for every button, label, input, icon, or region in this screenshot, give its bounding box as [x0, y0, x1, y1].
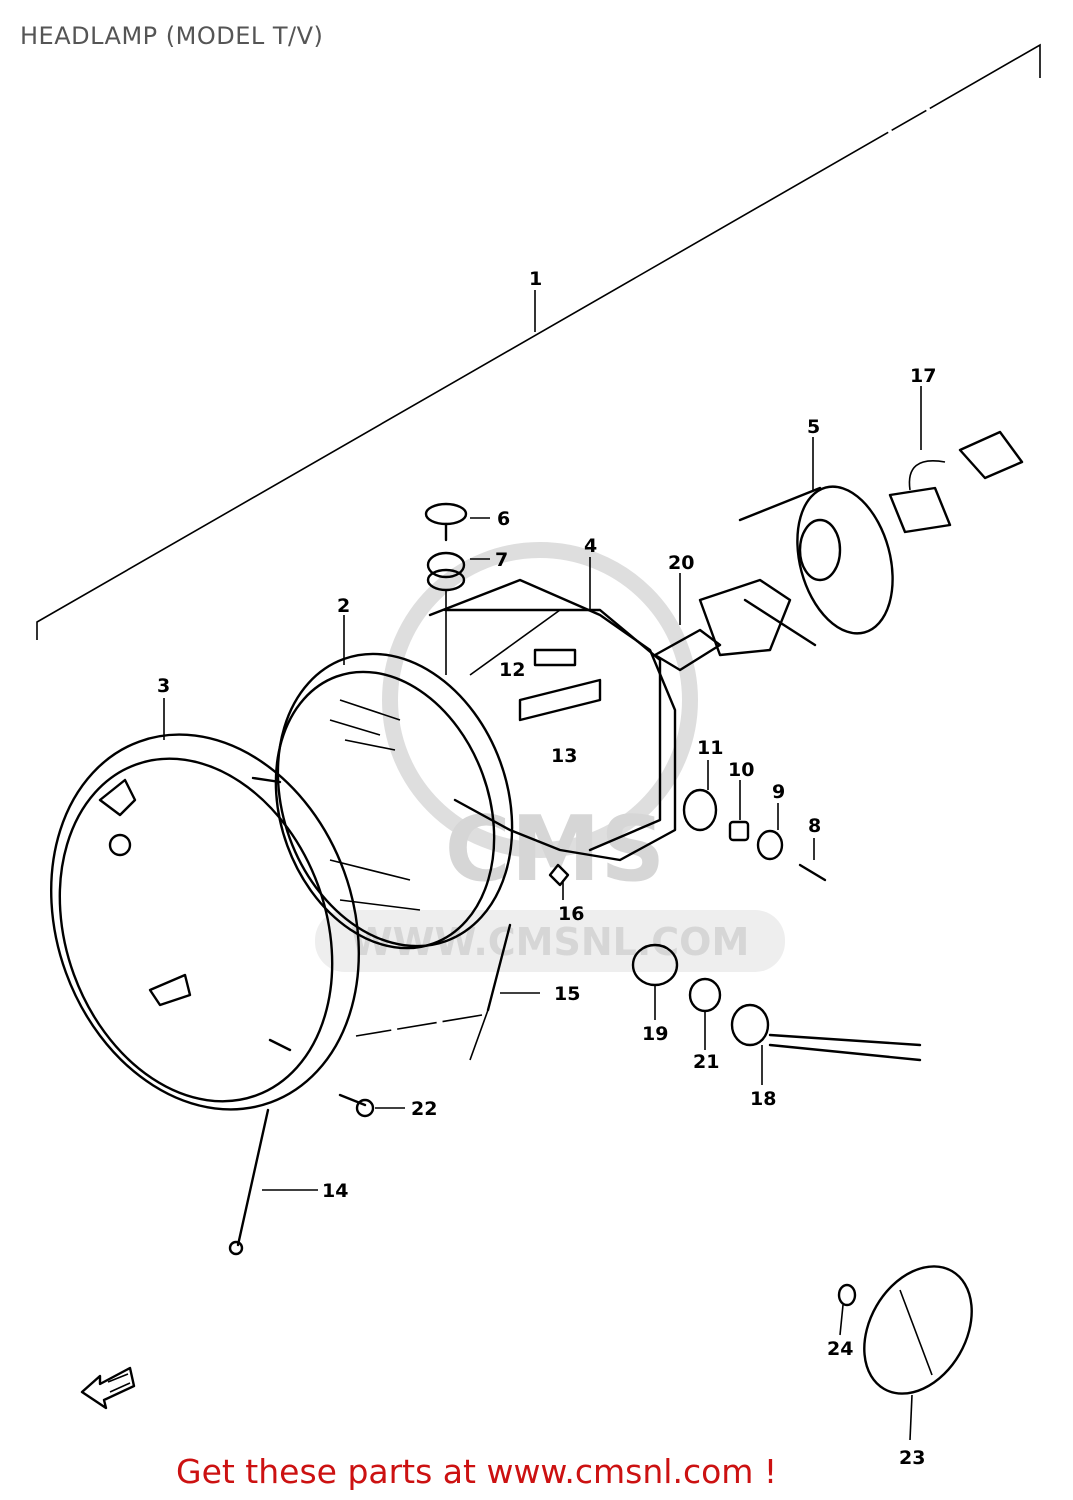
assembly-bracket — [36, 43, 1041, 640]
part-label-18: 18 — [750, 1088, 776, 1110]
part-label-13: 13 — [551, 745, 577, 767]
headlamp-rim — [50, 733, 360, 1111]
part-label-11: 11 — [697, 737, 723, 759]
cushion-and-screw — [424, 502, 468, 675]
part-label-4: 4 — [584, 535, 597, 557]
screws-and-spring — [228, 863, 570, 1256]
part-label-15: 15 — [554, 983, 580, 1005]
part-label-3: 3 — [157, 675, 170, 697]
part-label-2: 2 — [337, 595, 350, 617]
part-label-10: 10 — [728, 759, 754, 781]
part-label-8: 8 — [808, 815, 821, 837]
part-label-1: 1 — [529, 268, 542, 290]
part-label-23: 23 — [899, 1447, 925, 1469]
part-label-24: 24 — [827, 1338, 853, 1360]
part-label-6: 6 — [497, 508, 510, 530]
part-label-5: 5 — [807, 416, 820, 438]
watermark-url-text: WWW.CMSNL.COM — [351, 920, 750, 964]
part-label-22: 22 — [411, 1098, 437, 1120]
part-label-12: 12 — [499, 659, 525, 681]
leader-lines — [163, 386, 922, 1441]
connector — [888, 430, 1024, 534]
adjust-hardware — [682, 788, 827, 882]
part-label-17: 17 — [910, 365, 936, 387]
reflector — [837, 1265, 973, 1395]
part-label-7: 7 — [495, 549, 508, 571]
part-label-21: 21 — [693, 1051, 719, 1073]
socket-cover — [738, 485, 894, 647]
part-label-16: 16 — [558, 903, 584, 925]
part-label-9: 9 — [772, 781, 785, 803]
part-label-14: 14 — [322, 1180, 348, 1202]
arrow-left-icon — [80, 1366, 136, 1410]
page-title: HEADLAMP (MODEL T/V) — [20, 22, 324, 50]
headlamp-bulb — [653, 578, 792, 672]
footer-link-text[interactable]: Get these parts at www.cmsnl.com ! — [176, 1452, 778, 1491]
part-labels: 1 2 3 4 5 6 7 8 9 10 11 12 13 14 15 16 1… — [157, 268, 936, 1469]
watermark-logo: CMS WWW.CMSNL.COM — [315, 542, 785, 972]
part-label-19: 19 — [642, 1023, 668, 1045]
headlamp-case — [428, 578, 677, 862]
part-label-20: 20 — [668, 552, 694, 574]
